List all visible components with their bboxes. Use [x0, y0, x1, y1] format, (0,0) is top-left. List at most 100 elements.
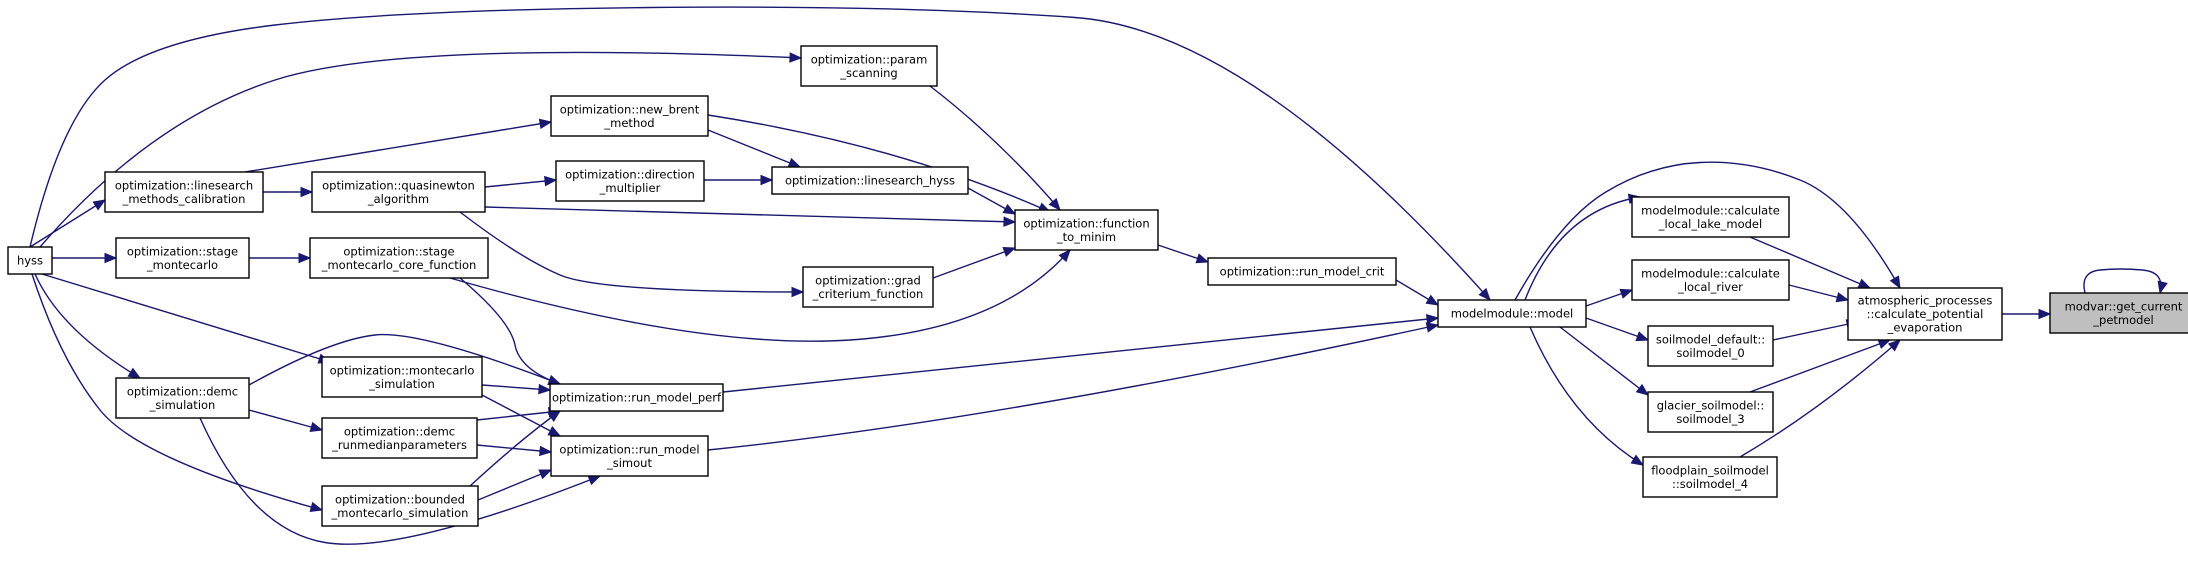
edge-dir-mult-to-ls-hyss	[704, 174, 774, 186]
edge-ls-calib-to-quasinewton	[263, 186, 314, 198]
node-label: soilmodel_3	[1676, 412, 1744, 426]
node-label: _local_lake_model	[1658, 217, 1762, 231]
node-label: _evaporation	[1887, 321, 1963, 335]
node-quasinewton[interactable]: optimization::quasinewton_algorithm	[311, 171, 486, 213]
node-get-petmodel[interactable]: modvar::get_current_petmodel	[2049, 292, 2188, 334]
edge-func-minim-to-run-crit	[1157, 244, 1210, 264]
arrowhead	[1425, 322, 1440, 333]
node-new-brent[interactable]: optimization::new_brent_method	[550, 95, 709, 137]
arrowhead	[1425, 294, 1440, 306]
edge-mc-sim-to-run-perf	[481, 383, 552, 395]
edge-run-perf-to-model	[722, 313, 1440, 393]
edge-hyss-to-mc-sim	[41, 273, 332, 364]
arrowhead	[92, 199, 107, 211]
node-run-perf[interactable]: optimization::run_model_perf	[549, 383, 724, 412]
edge-stage-mc-core-to-func-minim	[449, 249, 1071, 342]
node-label: soilmodel_0	[1676, 346, 1744, 360]
arrowhead	[547, 410, 562, 422]
node-box	[104, 171, 264, 213]
edge-get-petmodel-to-get-petmodel	[2083, 268, 2168, 295]
node-box	[1642, 456, 1778, 498]
edge-hyss-to-ls-calib	[29, 199, 107, 248]
node-box	[1647, 325, 1774, 367]
arrowhead	[538, 383, 552, 395]
node-label: _local_river	[1677, 280, 1743, 294]
edge-hyss-to-stage-mc	[52, 252, 118, 264]
arrowhead	[539, 445, 553, 457]
edge-demc-sim-to-demc-runmedian	[248, 409, 324, 433]
arrowhead	[787, 157, 802, 168]
arrowhead	[791, 286, 805, 298]
arrowhead	[789, 52, 803, 63]
node-box	[1631, 259, 1790, 301]
node-label: modelmodule::calculate	[1641, 203, 1780, 217]
arrowhead	[300, 186, 314, 198]
node-bounded-mc[interactable]: optimization::bounded_montecarlo_simulat…	[321, 485, 479, 527]
node-box	[550, 95, 709, 137]
node-ls-hyss[interactable]: optimization::linesearch_hyss	[771, 166, 969, 195]
arrowhead	[1195, 253, 1210, 264]
node-box	[800, 45, 938, 87]
edge-model-to-calc-river	[1585, 288, 1634, 307]
node-demc-sim[interactable]: optimization::demc_simulation	[115, 377, 250, 419]
node-label: atmospheric_processes	[1858, 294, 1993, 308]
node-grad-crit[interactable]: optimization::grad_criterium_function	[802, 266, 934, 308]
edge-quasinewton-to-dir-mult	[484, 175, 558, 188]
node-dir-mult[interactable]: optimization::direction_multiplier	[555, 160, 705, 202]
node-label: optimization::function	[1023, 216, 1149, 230]
node-mc-sim[interactable]: optimization::montecarlo_simulation	[321, 356, 483, 398]
node-atmos[interactable]: atmospheric_processes::calculate_potenti…	[1847, 287, 2003, 341]
node-label: ::calculate_potential	[1867, 307, 1984, 321]
node-run-crit[interactable]: optimization::run_model_crit	[1207, 257, 1397, 286]
node-label: hyss	[17, 254, 43, 268]
node-label: optimization::linesearch_hyss	[785, 174, 955, 188]
call-edges	[29, 6, 2168, 545]
node-ls-calib[interactable]: optimization::linesearch_methods_calibra…	[104, 171, 264, 213]
node-box	[321, 356, 483, 398]
node-func-minim[interactable]: optimization::function_to_minim	[1014, 209, 1159, 251]
node-label: _multiplier	[599, 181, 661, 195]
arrowhead	[538, 469, 553, 480]
node-calc-river[interactable]: modelmodule::calculate_local_river	[1631, 259, 1790, 301]
arrowhead	[1887, 339, 1901, 352]
arrowhead	[104, 252, 118, 264]
arrowhead	[1619, 288, 1634, 299]
node-box	[2049, 292, 2188, 334]
arrowhead	[1889, 275, 1901, 290]
node-box	[1631, 196, 1790, 238]
node-box	[1014, 209, 1159, 251]
edge-model-to-soil3	[1559, 326, 1650, 396]
node-demc-runmedian[interactable]: optimization::demc_runmedianparameters	[321, 417, 478, 459]
node-calc-lake[interactable]: modelmodule::calculate_local_lake_model	[1631, 196, 1790, 238]
node-box	[309, 237, 489, 279]
node-hyss[interactable]: hyss	[7, 246, 53, 275]
node-soil0[interactable]: soilmodel_default::soilmodel_0	[1647, 325, 1774, 367]
node-label: optimization::run_model_perf	[552, 391, 722, 405]
edge-new-brent-to-func-minim	[707, 114, 1052, 213]
edge-stage-mc-to-stage-mc-core	[249, 252, 312, 264]
arrowhead	[538, 118, 553, 130]
arrowhead	[2038, 308, 2052, 320]
edge-demc-runmedian-to-run-simout	[476, 444, 553, 457]
node-run-simout[interactable]: optimization::run_model_simout	[550, 435, 709, 477]
node-soil4[interactable]: floodplain_soilmodel::soilmodel_4	[1642, 456, 1778, 498]
node-label: optimization::param	[811, 52, 928, 66]
node-label: optimization::run_model_crit	[1220, 265, 1385, 279]
arrowhead	[1478, 287, 1491, 301]
node-model[interactable]: modelmodule::model	[1437, 299, 1587, 328]
node-label: optimization::run_model	[559, 442, 699, 456]
node-stage-mc[interactable]: optimization::stage_montecarlo	[115, 237, 250, 279]
node-param-scan[interactable]: optimization::param_scanning	[800, 45, 938, 87]
node-label: modvar::get_current	[2065, 299, 2183, 313]
node-soil3[interactable]: glacier_soilmodel::soilmodel_3	[1647, 391, 1774, 433]
edge-run-crit-to-model	[1395, 279, 1440, 306]
edge-bounded-mc-to-run-perf	[469, 410, 562, 487]
node-box	[321, 417, 478, 459]
edge-bounded-mc-to-run-simout	[477, 469, 553, 501]
node-label: soilmodel_default::	[1656, 332, 1765, 346]
edge-soil4-to-atmos	[1739, 339, 1901, 458]
edge-quasinewton-to-func-minim	[484, 206, 1017, 227]
node-stage-mc-core[interactable]: optimization::stage_montecarlo_core_func…	[309, 237, 489, 279]
edge-run-simout-to-model	[707, 322, 1440, 451]
node-box	[1207, 257, 1397, 286]
